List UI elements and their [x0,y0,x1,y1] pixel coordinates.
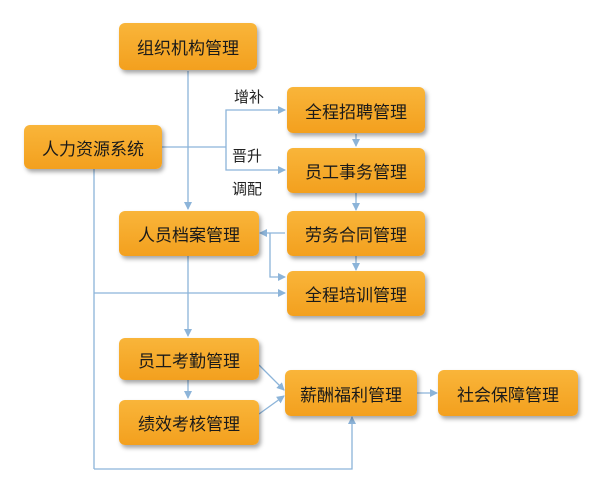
node-training-mgmt: 全程培训管理 [287,271,425,316]
edge-label-transfer: 调配 [232,180,263,198]
node-archive-mgmt: 人员档案管理 [119,211,259,256]
connector-attendance-to-salary [258,364,285,391]
node-hr-system: 人力资源系统 [24,125,162,169]
node-staff-affairs: 员工事务管理 [287,148,425,193]
connector-hr-to-salary [94,416,356,470]
node-salary-mgmt: 薪酬福利管理 [285,370,417,416]
edge-label-promotion: 晋升 [232,147,263,165]
node-performance-mgmt: 绩效考核管理 [119,400,259,445]
connector-to-recruit [225,106,286,147]
node-attendance-mgmt: 员工考勤管理 [119,338,259,380]
node-recruit-mgmt: 全程招聘管理 [287,87,425,133]
node-contract-mgmt: 劳务合同管理 [287,211,425,256]
node-social-security: 社会保障管理 [438,370,578,416]
connector-to-staff [225,147,286,174]
node-org-mgmt: 组织机构管理 [119,23,257,70]
connector-performance-to-salary [258,395,285,415]
edge-label-supplement: 增补 [234,88,265,106]
connector-archive-to-training [269,233,286,281]
